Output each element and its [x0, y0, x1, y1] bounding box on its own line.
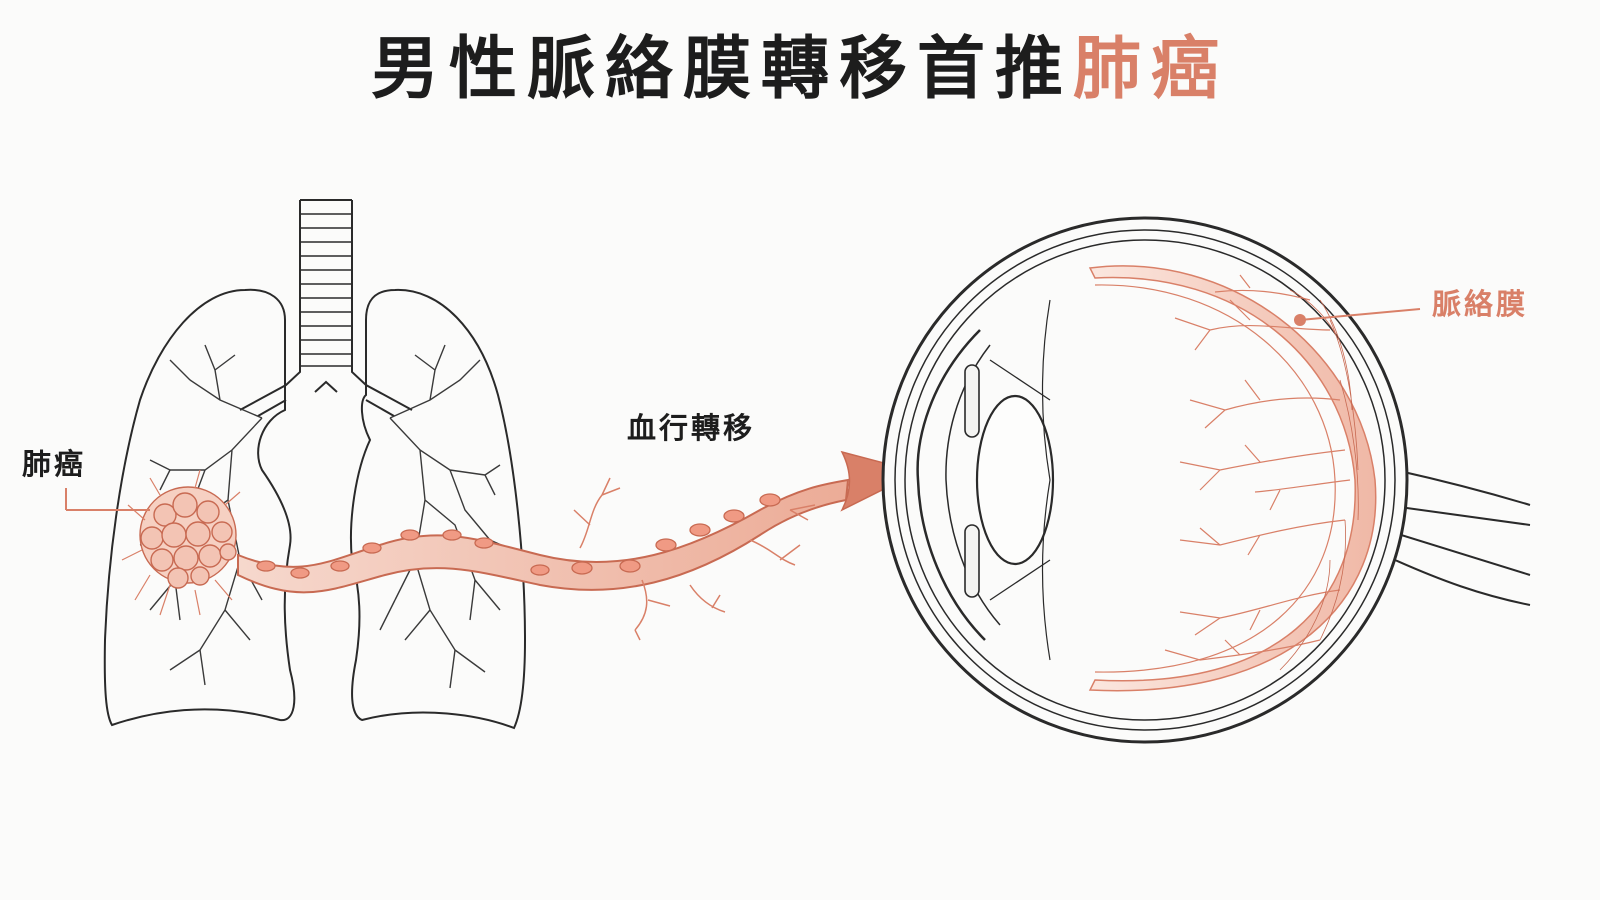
- trachea: [239, 199, 413, 417]
- title-highlight: 肺癌: [1073, 30, 1230, 109]
- lung-cancer-label: 肺癌: [22, 447, 87, 481]
- sclera: [881, 216, 1409, 744]
- cornea: [916, 329, 986, 641]
- choroid-leader: [1299, 308, 1421, 321]
- eye: [881, 216, 1531, 744]
- choroid-layer: [1088, 265, 1377, 692]
- left-lung: [103, 288, 296, 727]
- choroid-label: 脈絡膜: [1432, 287, 1529, 321]
- diagram-title: 男性脈絡膜轉移首推肺癌: [0, 28, 1600, 112]
- choroid-leader-dot: [1294, 314, 1306, 326]
- right-lung: [349, 288, 527, 730]
- capillaries: [573, 477, 816, 641]
- blood-cells: [256, 493, 781, 579]
- lens: [975, 394, 1055, 566]
- lung-tumor: [121, 469, 241, 616]
- choroid-network: [1279, 289, 1359, 671]
- blood-vessel: [237, 450, 921, 641]
- optic-nerve: [1384, 469, 1531, 606]
- hematogenous-spread-label: 血行轉移: [627, 411, 756, 445]
- flow-arrow: [840, 450, 921, 512]
- right-bronchi: [379, 344, 509, 689]
- title-main: 男性脈絡膜轉移首推: [370, 30, 1073, 109]
- lungs: [103, 199, 527, 730]
- iris: [964, 364, 980, 598]
- retinal-vessels: [1164, 274, 1351, 661]
